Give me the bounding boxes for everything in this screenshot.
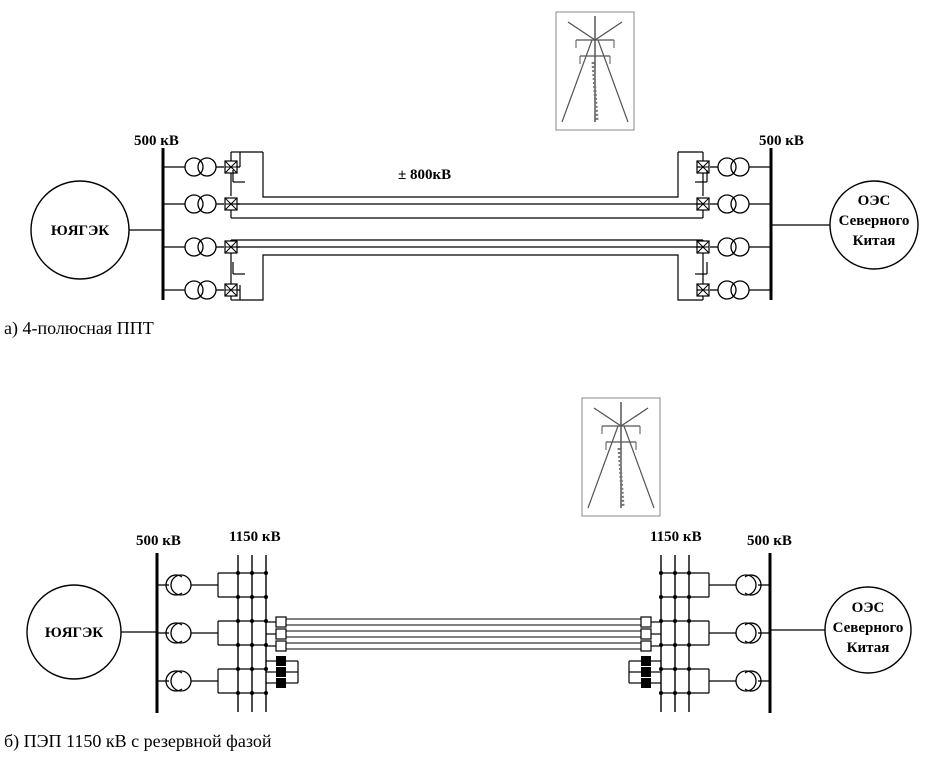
left-node-label-b: ЮЯГЭК [45, 625, 103, 641]
transmission-tower-icon [554, 10, 636, 132]
right-hv-voltage-label: 1150 кВ [650, 529, 702, 545]
transformer-icon [717, 194, 750, 214]
reactor-icon [165, 670, 183, 692]
reactor-icon [744, 670, 762, 692]
reserve-breaker-icon [641, 678, 651, 688]
reserve-breaker-icon [641, 656, 651, 666]
transformer-icon [184, 157, 217, 177]
reactor-icon [170, 574, 192, 596]
diagram-a: 500 кВ 500 кВ ± 800кВ ЮЯГЭК ОЭС Северног… [4, 10, 919, 339]
reactor-icon [165, 574, 183, 596]
right-bus-voltage-label-b: 500 кВ [747, 533, 792, 549]
reserve-breaker-icon [641, 667, 651, 677]
right-node-label-3: Китая [853, 233, 896, 249]
reactor-icon [735, 622, 757, 644]
right-node-label-b-1: ОЭС [852, 600, 885, 616]
left-converter-rows [163, 151, 241, 301]
diagram-b: 500 кВ 1150 кВ 1150 кВ 500 кВ ЮЯГЭК ОЭС … [4, 396, 912, 752]
reactor-icon [165, 622, 183, 644]
reactor-icon [735, 670, 757, 692]
reserve-breaker-icon [276, 667, 286, 677]
right-converter-rows [696, 151, 771, 301]
ac-1150-lines [286, 618, 641, 650]
right-bus-voltage-label: 500 кВ [759, 133, 804, 149]
converter-icon [224, 160, 238, 174]
right-node-label-b-2: Северного [833, 620, 904, 636]
right-1150-substation [628, 555, 770, 712]
reactor-icon [170, 670, 192, 692]
caption-a: а) 4-полюсная ППТ [4, 318, 154, 339]
transmission-tower-icon [580, 396, 662, 518]
breaker-icon [640, 628, 652, 640]
breaker-icon [275, 616, 287, 628]
transformer-icon [184, 280, 217, 300]
transformer-icon [717, 280, 750, 300]
reserve-breaker-icon [276, 656, 286, 666]
left-hv-voltage-label: 1150 кВ [229, 529, 281, 545]
transformer-icon [184, 194, 217, 214]
breaker-icon [640, 640, 652, 652]
caption-b: б) ПЭП 1150 кВ с резервной фазой [4, 731, 272, 752]
reactor-icon [744, 622, 762, 644]
right-node-label-1: ОЭС [858, 193, 891, 209]
breaker-icon [640, 616, 652, 628]
reactor-icon [170, 622, 192, 644]
breaker-icon [275, 640, 287, 652]
transformer-icon [717, 237, 750, 257]
reserve-breaker-icon [276, 678, 286, 688]
left-node-label: ЮЯГЭК [51, 223, 109, 239]
breaker-icon [275, 628, 287, 640]
right-node-label-b-3: Китая [847, 640, 890, 656]
left-bus-voltage-label: 500 кВ [134, 133, 179, 149]
right-node-label-2: Северного [839, 213, 910, 229]
reactor-icon [735, 574, 757, 596]
dc-lines [232, 151, 708, 301]
line-voltage-label: ± 800кВ [398, 167, 451, 183]
left-bus-voltage-label-b: 500 кВ [136, 533, 181, 549]
transformer-icon [184, 237, 217, 257]
converter-icon [224, 283, 238, 297]
transformer-icon [717, 157, 750, 177]
left-1150-substation [157, 555, 299, 712]
reactor-icon [744, 574, 762, 596]
